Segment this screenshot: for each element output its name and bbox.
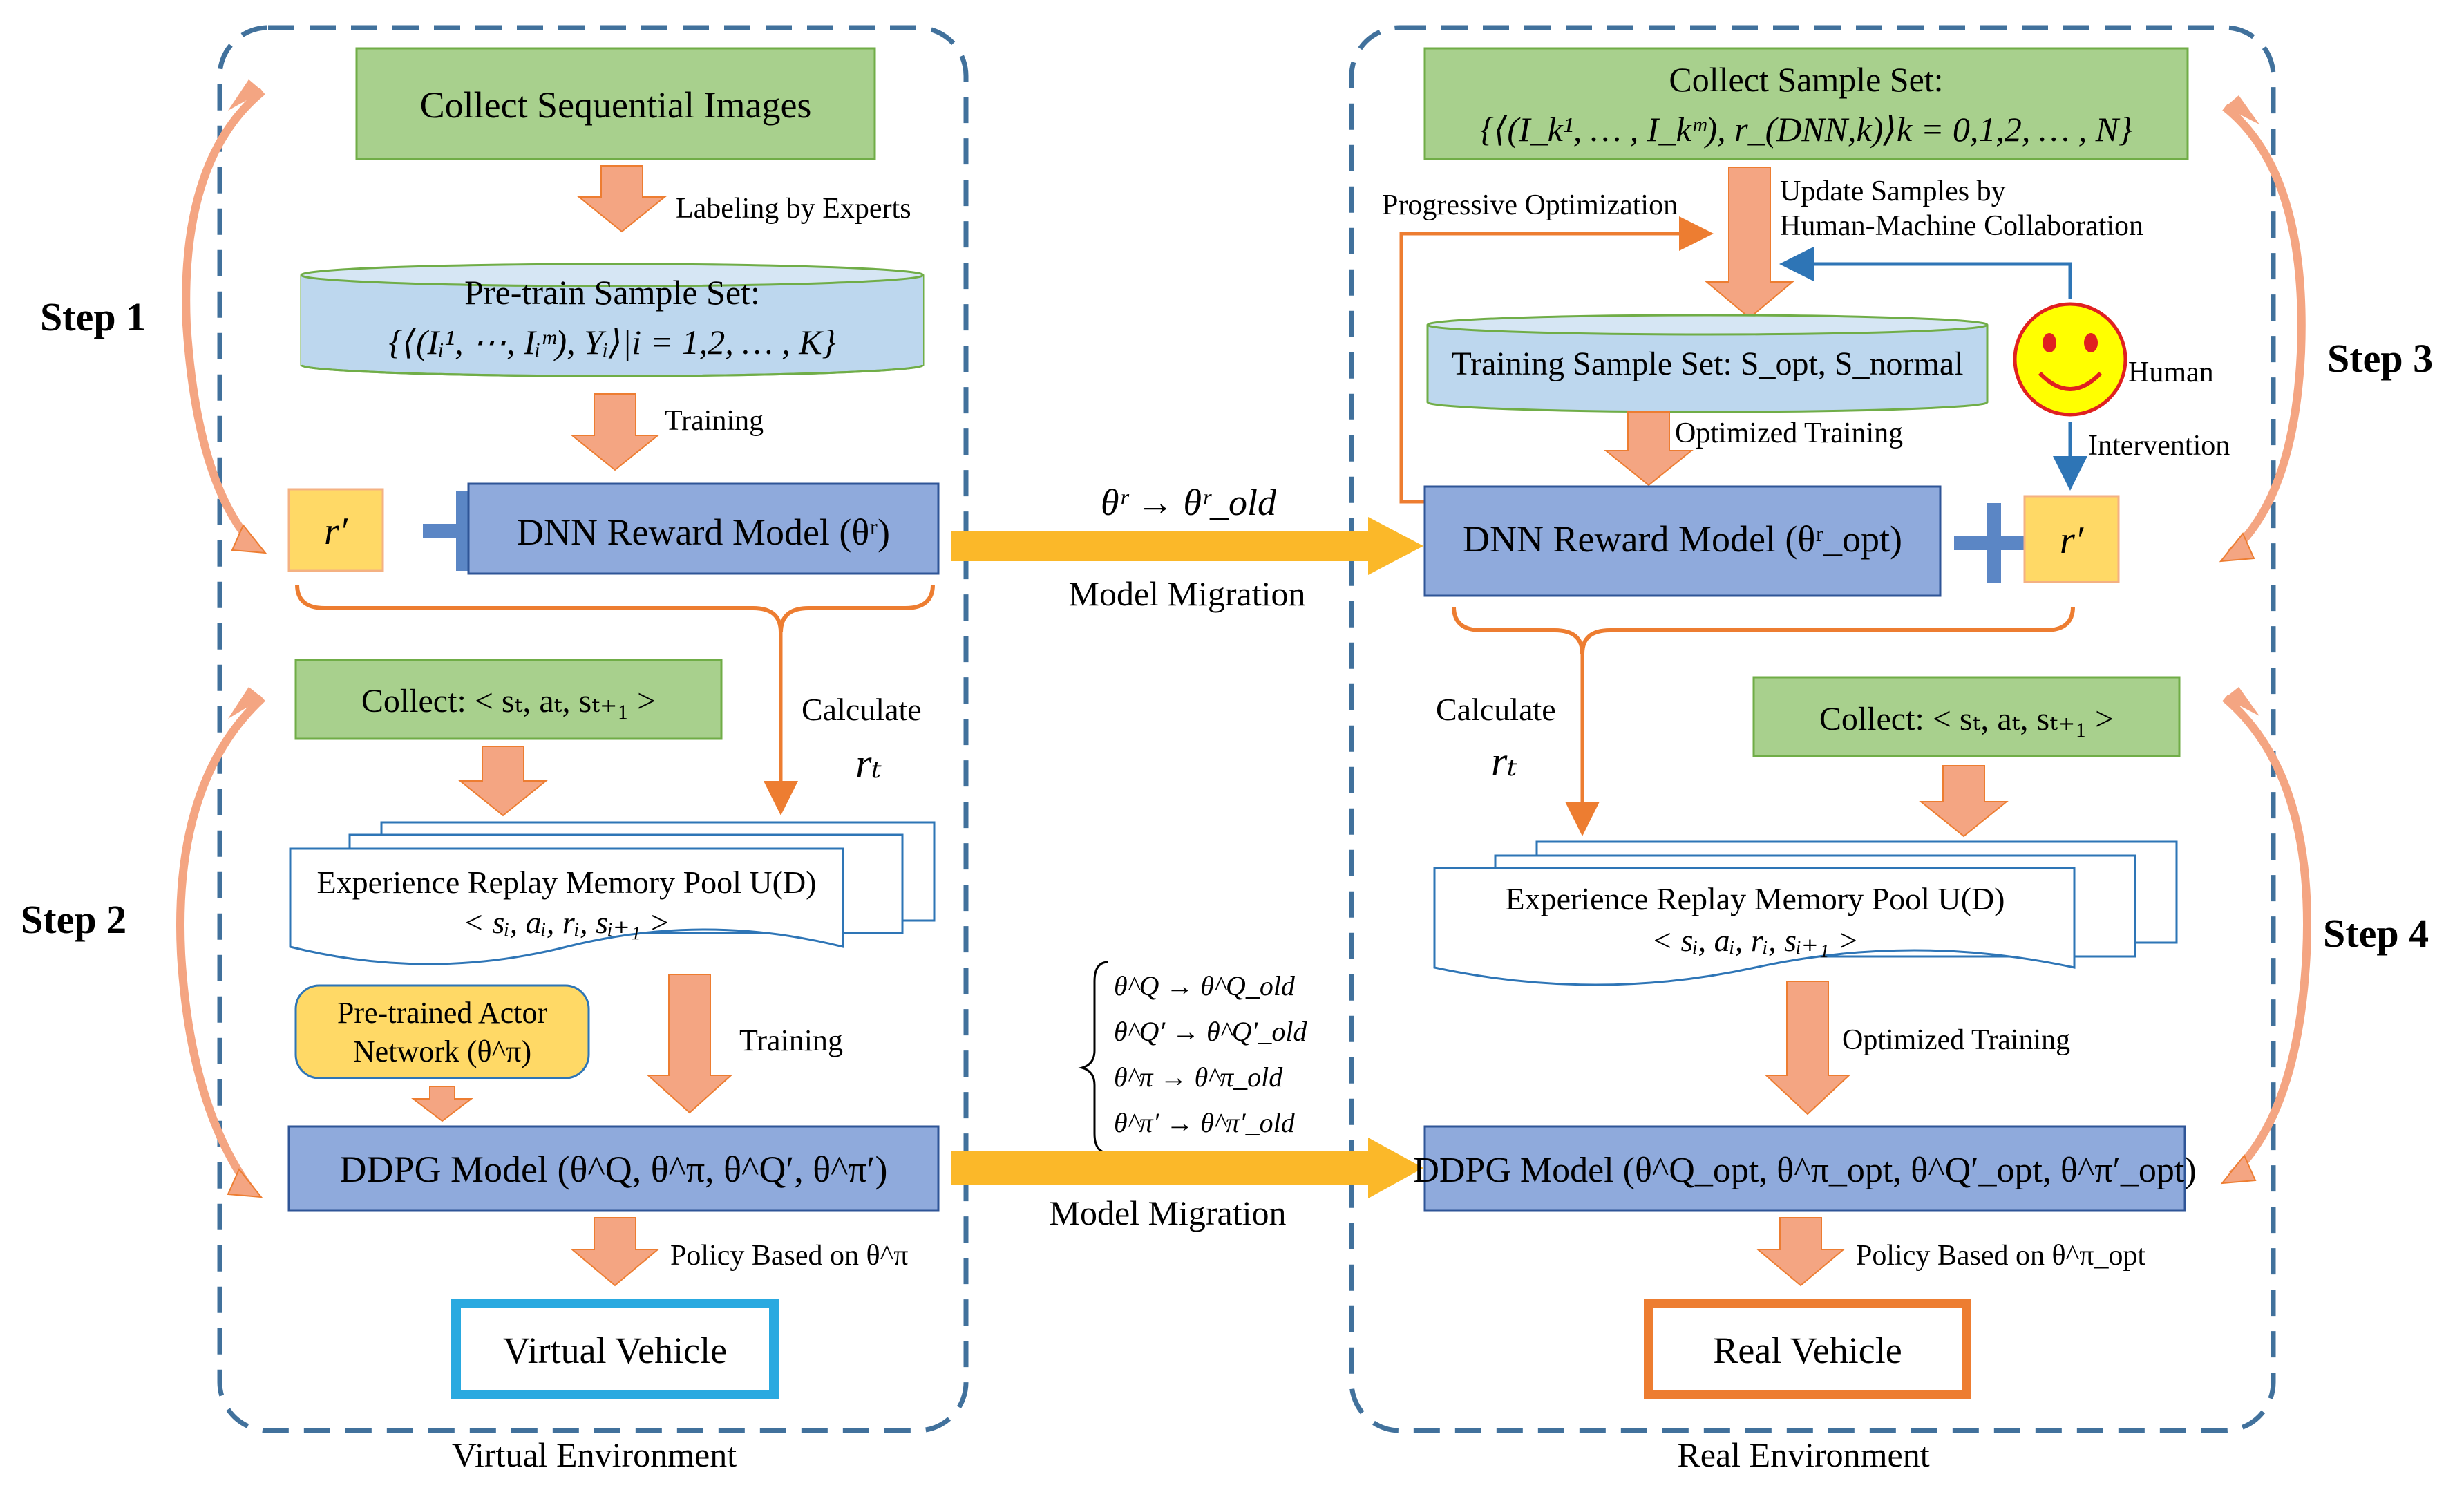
right-brace: [1452, 606, 2075, 654]
real-vehicle-box: [1644, 1299, 1971, 1399]
step4-label: Step 4: [2323, 911, 2429, 956]
training-sample-set-cylinder: [1426, 314, 1989, 413]
step1-curve-arrow: [182, 79, 267, 554]
theta-list-item: θ^π′ → θ^π′_old: [1114, 1107, 1296, 1138]
virtual-vehicle-label: Virtual Vehicle: [503, 1330, 727, 1371]
migration-top-arrow: [951, 517, 1423, 575]
real-vehicle-label: Real Vehicle: [1713, 1330, 1902, 1371]
block-arrow-actor: [411, 1086, 473, 1122]
training1-label: Training: [665, 405, 764, 437]
right-r-prime-label: r′: [2060, 519, 2084, 562]
pretrain-sample-set-cylinder: [300, 263, 925, 377]
training-set-label: Training Sample Set: S_opt, S_normal: [1452, 346, 1964, 382]
collect-images-box: [355, 47, 876, 160]
right-replay-tuple: < sᵢ, aᵢ, rᵢ, sᵢ₊₁ >: [1651, 923, 1859, 958]
smiley-icon: [2013, 302, 2127, 417]
block-arrow-training2: [646, 974, 733, 1114]
real-environment-border: [1349, 25, 2276, 1433]
left-plus-icon: [423, 491, 503, 571]
pretrain-set-formula: {⟨(Iᵢ¹, ⋯, Iᵢᵐ), Yᵢ⟩|i = 1,2, … , K}: [388, 323, 835, 361]
progressive-loop-line: [1399, 216, 1714, 504]
block-arrow-opt-training1: [1604, 411, 1694, 487]
left-r-prime-box: [287, 488, 384, 572]
left-dnn-reward-label: DNN Reward Model (θʳ): [517, 511, 890, 553]
pretrain-set-title: Pre-train Sample Set:: [464, 273, 760, 312]
virtual-vehicle-box: [451, 1299, 779, 1399]
actor-line2: Network (θ^π): [353, 1035, 531, 1068]
block-arrow-left-collect: [458, 746, 548, 817]
real-env-label: Real Environment: [1677, 1435, 1929, 1474]
step4-curve-arrow: [2220, 687, 2311, 1185]
right-r-prime-box: [2023, 495, 2120, 583]
right-ddpg-label: DDPG Model (θ^Q_opt, θ^π_opt, θ^Q′_opt, …: [1413, 1151, 2196, 1190]
opt-training1-label: Optimized Training: [1675, 417, 1903, 449]
block-arrow-right-policy: [1756, 1217, 1846, 1287]
training2-label: Training: [739, 1024, 843, 1057]
left-calculate-label: Calculate: [802, 692, 922, 727]
progressive-label: Progressive Optimization: [1382, 189, 1678, 221]
block-arrow-opt-training2: [1764, 981, 1851, 1115]
virtual-env-label: Virtual Environment: [452, 1435, 737, 1474]
intervention-label: Intervention: [2088, 430, 2230, 462]
right-collect-sample-box: [1423, 47, 2189, 160]
right-policy-label: Policy Based on θ^π_opt: [1856, 1240, 2146, 1272]
block-arrow-right-collect: [1919, 765, 2009, 838]
human-label: Human: [2128, 357, 2214, 388]
left-replay-tuple: < sᵢ, aᵢ, rᵢ, sᵢ₊₁ >: [463, 905, 670, 940]
left-replay-title: Experience Replay Memory Pool U(D): [316, 865, 816, 900]
left-ddpg-box: [287, 1125, 940, 1212]
theta-brace: [1078, 961, 1109, 1154]
migration-bottom-label: Model Migration: [1049, 1194, 1286, 1232]
left-brace: [295, 584, 935, 633]
virtual-environment-border: [217, 25, 969, 1433]
theta-list-item: θ^Q′ → θ^Q′_old: [1114, 1016, 1307, 1047]
step2-curve-arrow: [176, 687, 266, 1198]
block-arrow-training1: [570, 393, 660, 471]
actor-line1: Pre-trained Actor: [337, 996, 548, 1030]
human-line: [1779, 247, 2072, 299]
actor-network-box: [294, 984, 590, 1079]
block-arrow-update: [1705, 167, 1794, 319]
step2-label: Step 2: [21, 897, 126, 942]
step3-label: Step 3: [2327, 336, 2433, 381]
update-line2: Human-Machine Collaboration: [1780, 210, 2143, 242]
left-policy-label: Policy Based on θ^π: [670, 1240, 909, 1272]
left-collect-transition-label: Collect: < sₜ, aₜ, sₜ₊₁ >: [361, 683, 656, 719]
right-dnn-reward-label: DNN Reward Model (θʳ_opt): [1463, 518, 1902, 560]
left-rt-label: rₜ: [855, 741, 882, 786]
opt-training2-label: Optimized Training: [1842, 1024, 2070, 1056]
migration-top-label: Model Migration: [1068, 574, 1305, 613]
right-ddpg-box: [1423, 1125, 2186, 1212]
theta-list-item: θ^Q → θ^Q_old: [1114, 970, 1296, 1001]
right-collect-transition-box: [1752, 676, 2181, 757]
right-replay-title: Experience Replay Memory Pool U(D): [1505, 881, 2005, 916]
migration-bottom-arrow: [951, 1138, 1423, 1198]
right-collect-title: Collect Sample Set:: [1669, 60, 1943, 99]
theta-list-item: θ^π → θ^π_old: [1114, 1062, 1283, 1093]
theta-list: θ^Q → θ^Q_old θ^Q′ → θ^Q′_old θ^π → θ^π_ol…: [1114, 970, 1307, 1138]
right-rt-label: rₜ: [1491, 739, 1517, 784]
right-dnn-reward-box: [1423, 485, 1942, 597]
right-replay-pool: [1433, 840, 2178, 986]
block-arrow-left-policy: [570, 1217, 660, 1287]
right-plus-icon: [1954, 503, 2034, 583]
left-collect-transition-box: [294, 659, 723, 740]
left-dnn-reward-box: [467, 482, 940, 575]
right-collect-formula: {⟨(I_k¹, … , I_kᵐ), r_(DNN,k)⟩k = 0,1,2,…: [1480, 110, 2132, 149]
collect-images-label: Collect Sequential Images: [420, 84, 812, 126]
labeling-label: Labeling by Experts: [676, 193, 911, 225]
right-collect-transition-label: Collect: < sₜ, aₜ, sₜ₊₁ >: [1819, 701, 2114, 737]
migration-top-formula: θʳ → θʳ_old: [1101, 482, 1277, 523]
block-arrow-labeling: [577, 165, 667, 233]
update-line1: Update Samples by: [1780, 176, 2006, 207]
step3-curve-arrow: [2219, 95, 2306, 563]
step1-label: Step 1: [40, 294, 146, 339]
left-r-prime-label: r′: [324, 510, 348, 553]
left-ddpg-label: DDPG Model (θ^Q, θ^π, θ^Q′, θ^π′): [340, 1149, 888, 1190]
right-calculate-label: Calculate: [1436, 692, 1556, 727]
left-replay-pool: [289, 821, 936, 965]
